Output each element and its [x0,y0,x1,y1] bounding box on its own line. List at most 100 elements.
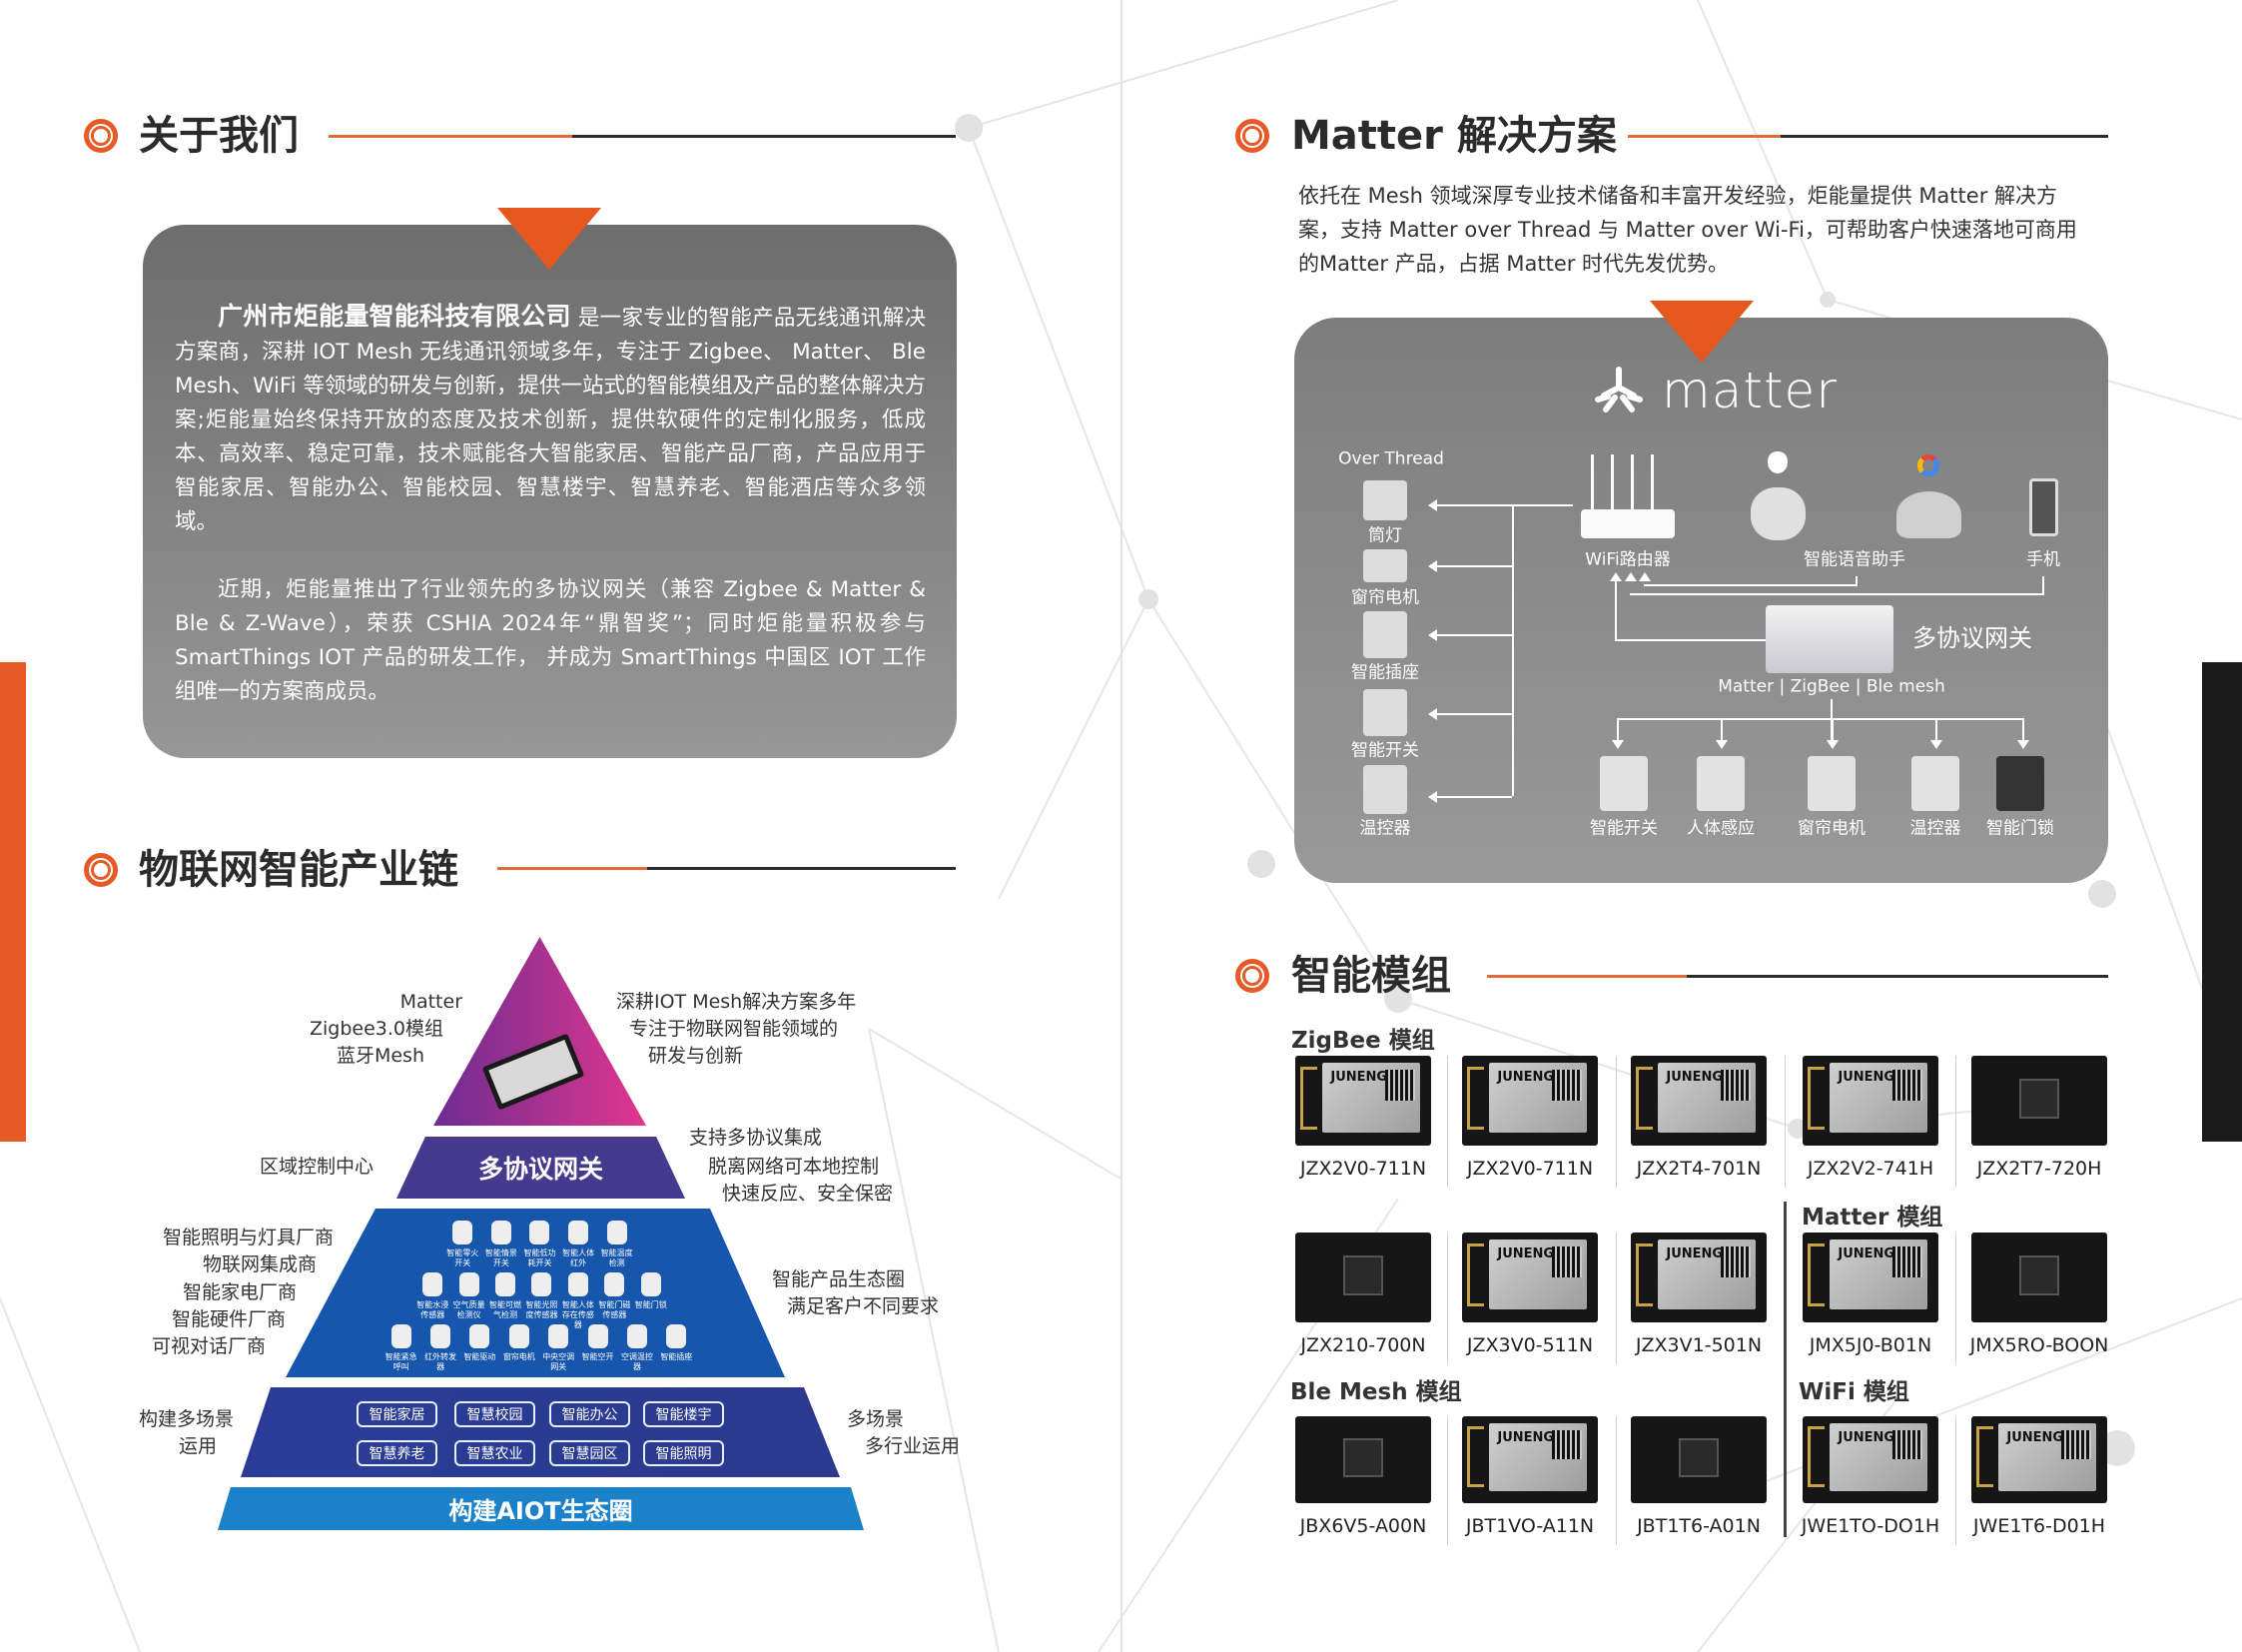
product-icon [666,1324,687,1348]
connector-line [2042,576,2044,595]
scene-tag: 智慧农业 [454,1440,535,1466]
product-label: 智能门磁传感器 [598,1300,631,1319]
connector-line [1617,718,2022,720]
product-icon [604,1272,625,1296]
product-label: 红外转发器 [424,1352,457,1371]
device-icon [1600,756,1648,811]
module-separator [1955,1233,1956,1364]
chip-brand-text: JUNENG [1666,1246,1724,1262]
product-label: 智能紧急呼叫 [384,1352,417,1371]
connector-line [2022,718,2024,742]
qr-code-icon [1891,1070,1922,1101]
module-chip-image: JUNENG [1803,1233,1938,1322]
products-left-label: 可视对话厂商 [152,1335,267,1357]
product-label: 智能温度检测 [600,1248,633,1267]
device-label: 智能插座 [1351,662,1419,683]
chip-antenna [1467,1426,1484,1488]
top-right-label: 深耕IOT Mesh解决方案多年 [616,991,857,1013]
chip-brand-text: JUNENG [1497,1070,1555,1086]
phone-label: 手机 [2026,549,2060,570]
top-left-label: Zigbee3.0模组 [309,1018,443,1040]
pointer-triangle [1650,301,1754,363]
product-label: 智能驱动 [463,1352,496,1361]
arrow-left-icon [1428,791,1437,803]
product-icon [640,1272,661,1296]
device-icon [1363,549,1407,582]
arrow-up-icon [1625,572,1637,581]
google-logo-icon [1917,454,1939,476]
product-item: 智能插座 [657,1324,696,1362]
product-label: 智能零火开关 [446,1248,479,1267]
module-name: JBT1VO-A11N [1465,1515,1595,1537]
device-icon [1808,756,1856,811]
chip-ic [1342,1437,1384,1477]
product-item: 智能驱动 [460,1324,499,1362]
connector-line [1432,713,1512,715]
module-name: JZX3V1-501N [1635,1334,1763,1356]
router-antenna [1651,454,1654,510]
product-item: 红外转发器 [420,1324,459,1372]
device-icon [1363,611,1407,658]
modules-title: 智能模组 [1291,953,1451,999]
pyramid-scenes-band [241,1387,840,1477]
about-title: 关于我们 [139,113,299,159]
product-label: 智能水浸传感器 [416,1300,449,1319]
product-item: 智能情景开关 [482,1221,521,1268]
chip-brand-text: JUNENG [1838,1429,1895,1445]
product-icon [548,1324,569,1348]
module-name: JZX210-700N [1300,1334,1426,1356]
module-name: JZX2T7-720H [1976,1158,2102,1180]
section-bullet-icon [84,119,118,153]
products-right-label: 智能产品生态圈 [772,1268,906,1290]
arrow-left-icon [1428,560,1437,572]
arrow-up-icon [1610,572,1622,581]
module-name: JBT1T6-A01N [1637,1515,1761,1537]
pyramid-base-band: 构建AIOT生态圈 [218,1487,864,1530]
chip-brand-text: JUNENG [1838,1246,1895,1262]
product-label: 窗帘电机 [502,1352,535,1361]
product-label: 智能情景开关 [484,1248,517,1267]
product-icon [490,1221,511,1244]
product-item: 智能门锁 [633,1272,669,1310]
over-thread-label: Over Thread [1338,448,1444,469]
pointer-triangle [497,208,601,270]
pyramid-gateway-band: 多协议网关 [396,1137,685,1199]
product-item: 智能门磁传感器 [596,1272,632,1320]
scenes-left-label: 运用 [179,1435,218,1457]
about-text: 广州市炬能量智能科技有限公司 是一家专业的智能产品无线通讯解决方案商，深耕 IO… [175,300,926,709]
product-label: 中央空调网关 [542,1352,575,1371]
arrow-left-icon [1428,629,1437,641]
qr-code-icon [1720,1246,1751,1277]
product-label: 智能人体红外 [562,1248,595,1267]
device-label: 人体感应 [1687,818,1755,839]
connector-line [1644,584,1857,586]
module-name: JZX2T4-701N [1636,1158,1762,1180]
product-label: 智能光照度传感器 [525,1300,558,1319]
top-right-label: 研发与创新 [648,1045,744,1067]
product-item: 智能水浸传感器 [414,1272,450,1320]
device-label: 温控器 [1909,818,1961,839]
connector-line [1432,796,1512,798]
module-name: JZX2V0-711N [1466,1158,1594,1180]
chip-brand-text: JUNENG [1497,1429,1555,1445]
product-icon [567,1272,588,1296]
product-item: 智能空开 [578,1324,617,1362]
module-chip-image [1971,1056,2107,1146]
chip-antenna [1808,1242,1825,1306]
qr-code-icon [1551,1429,1582,1460]
device-icon [1911,756,1959,811]
module-chip-image [1295,1416,1431,1503]
product-icon [587,1324,608,1348]
base-label: 构建AIOT生态圈 [448,1497,633,1525]
gateway-left-label: 区域控制中心 [260,1156,374,1178]
chip-antenna [1808,1066,1825,1130]
products-left-label: 智能硬件厂商 [172,1308,287,1330]
product-label: 智能插座 [660,1352,693,1361]
router-antenna [1631,454,1634,510]
products-left-label: 智能照明与灯具厂商 [163,1227,335,1248]
module-chip-image: JUNENG [1295,1056,1431,1146]
arrow-down-icon [1612,740,1624,749]
matter-description: 依托在 Mesh 领域深厚专业技术储备和丰富开发经验，炬能量提供 Matter … [1298,184,2077,276]
arrow-down-icon [1930,740,1942,749]
top-left-label: 蓝牙Mesh [336,1045,424,1067]
